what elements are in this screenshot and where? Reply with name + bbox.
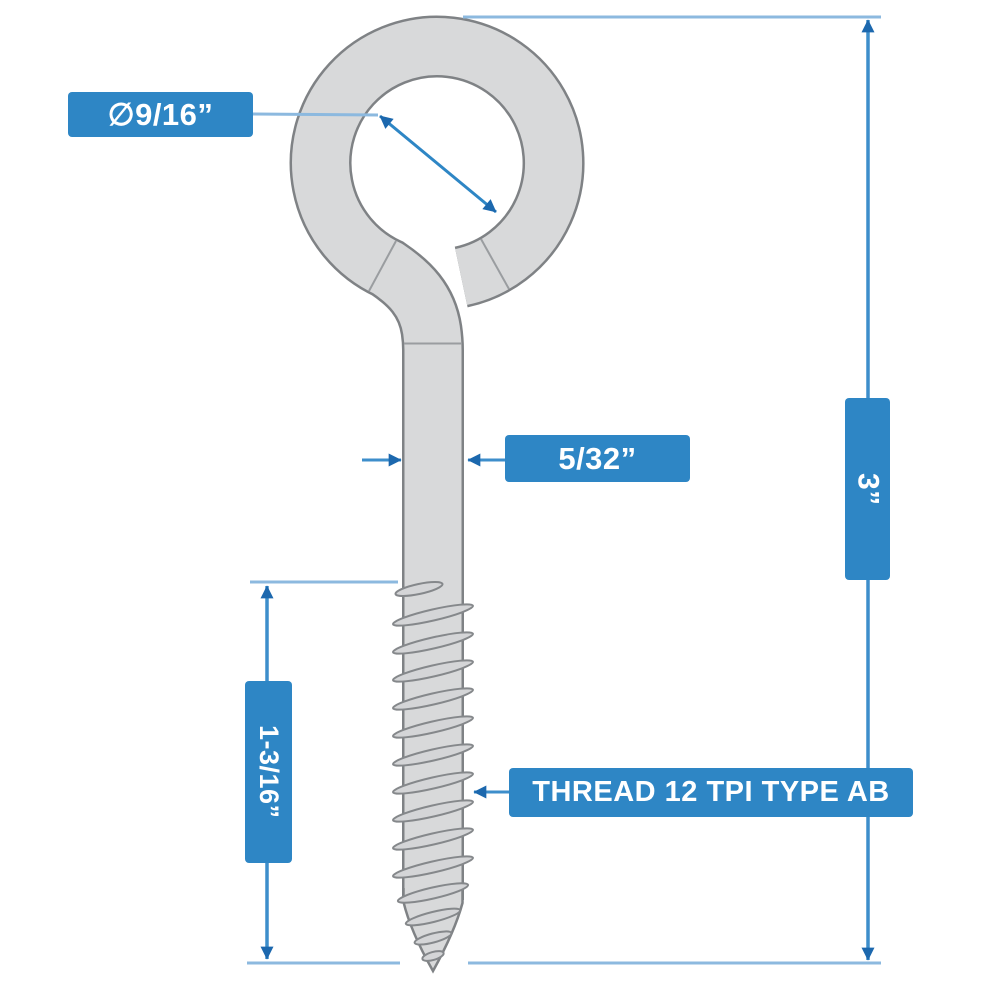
eye-inner-diameter-arrow	[379, 114, 497, 214]
eye-screw-part	[289, 15, 585, 974]
thread-ridge	[413, 930, 453, 946]
thread-ridge	[392, 799, 474, 823]
wire-seam-line	[480, 238, 510, 290]
thread-ridge	[392, 631, 474, 655]
thread-ridge	[392, 771, 474, 795]
screw-point-edge	[402, 888, 464, 974]
thread-ridge	[392, 603, 474, 627]
thread-ridge	[421, 950, 445, 962]
leader-line-eye-diameter	[252, 112, 379, 117]
thread-ridge	[392, 659, 474, 683]
thread-ridge	[392, 743, 474, 767]
wire-seam-line	[368, 240, 397, 292]
thread-ridge	[392, 687, 474, 711]
thread-ridge	[394, 581, 444, 597]
overall-length-label: 3”	[845, 398, 890, 580]
thread-ridge	[404, 907, 462, 927]
thread-ridge	[392, 855, 474, 879]
shank-diameter-label: 5/32”	[505, 435, 690, 482]
eye-diameter-label: ∅9/16”	[68, 92, 253, 137]
screw-wire-body	[292, 18, 583, 900]
thread-ridge	[392, 827, 474, 851]
thread-length-label: 1-3/16”	[245, 681, 292, 863]
thread-spec-label: THREAD 12 TPI TYPE AB	[509, 768, 913, 817]
thread-ridge	[396, 882, 470, 904]
thread-ridge	[392, 715, 474, 739]
